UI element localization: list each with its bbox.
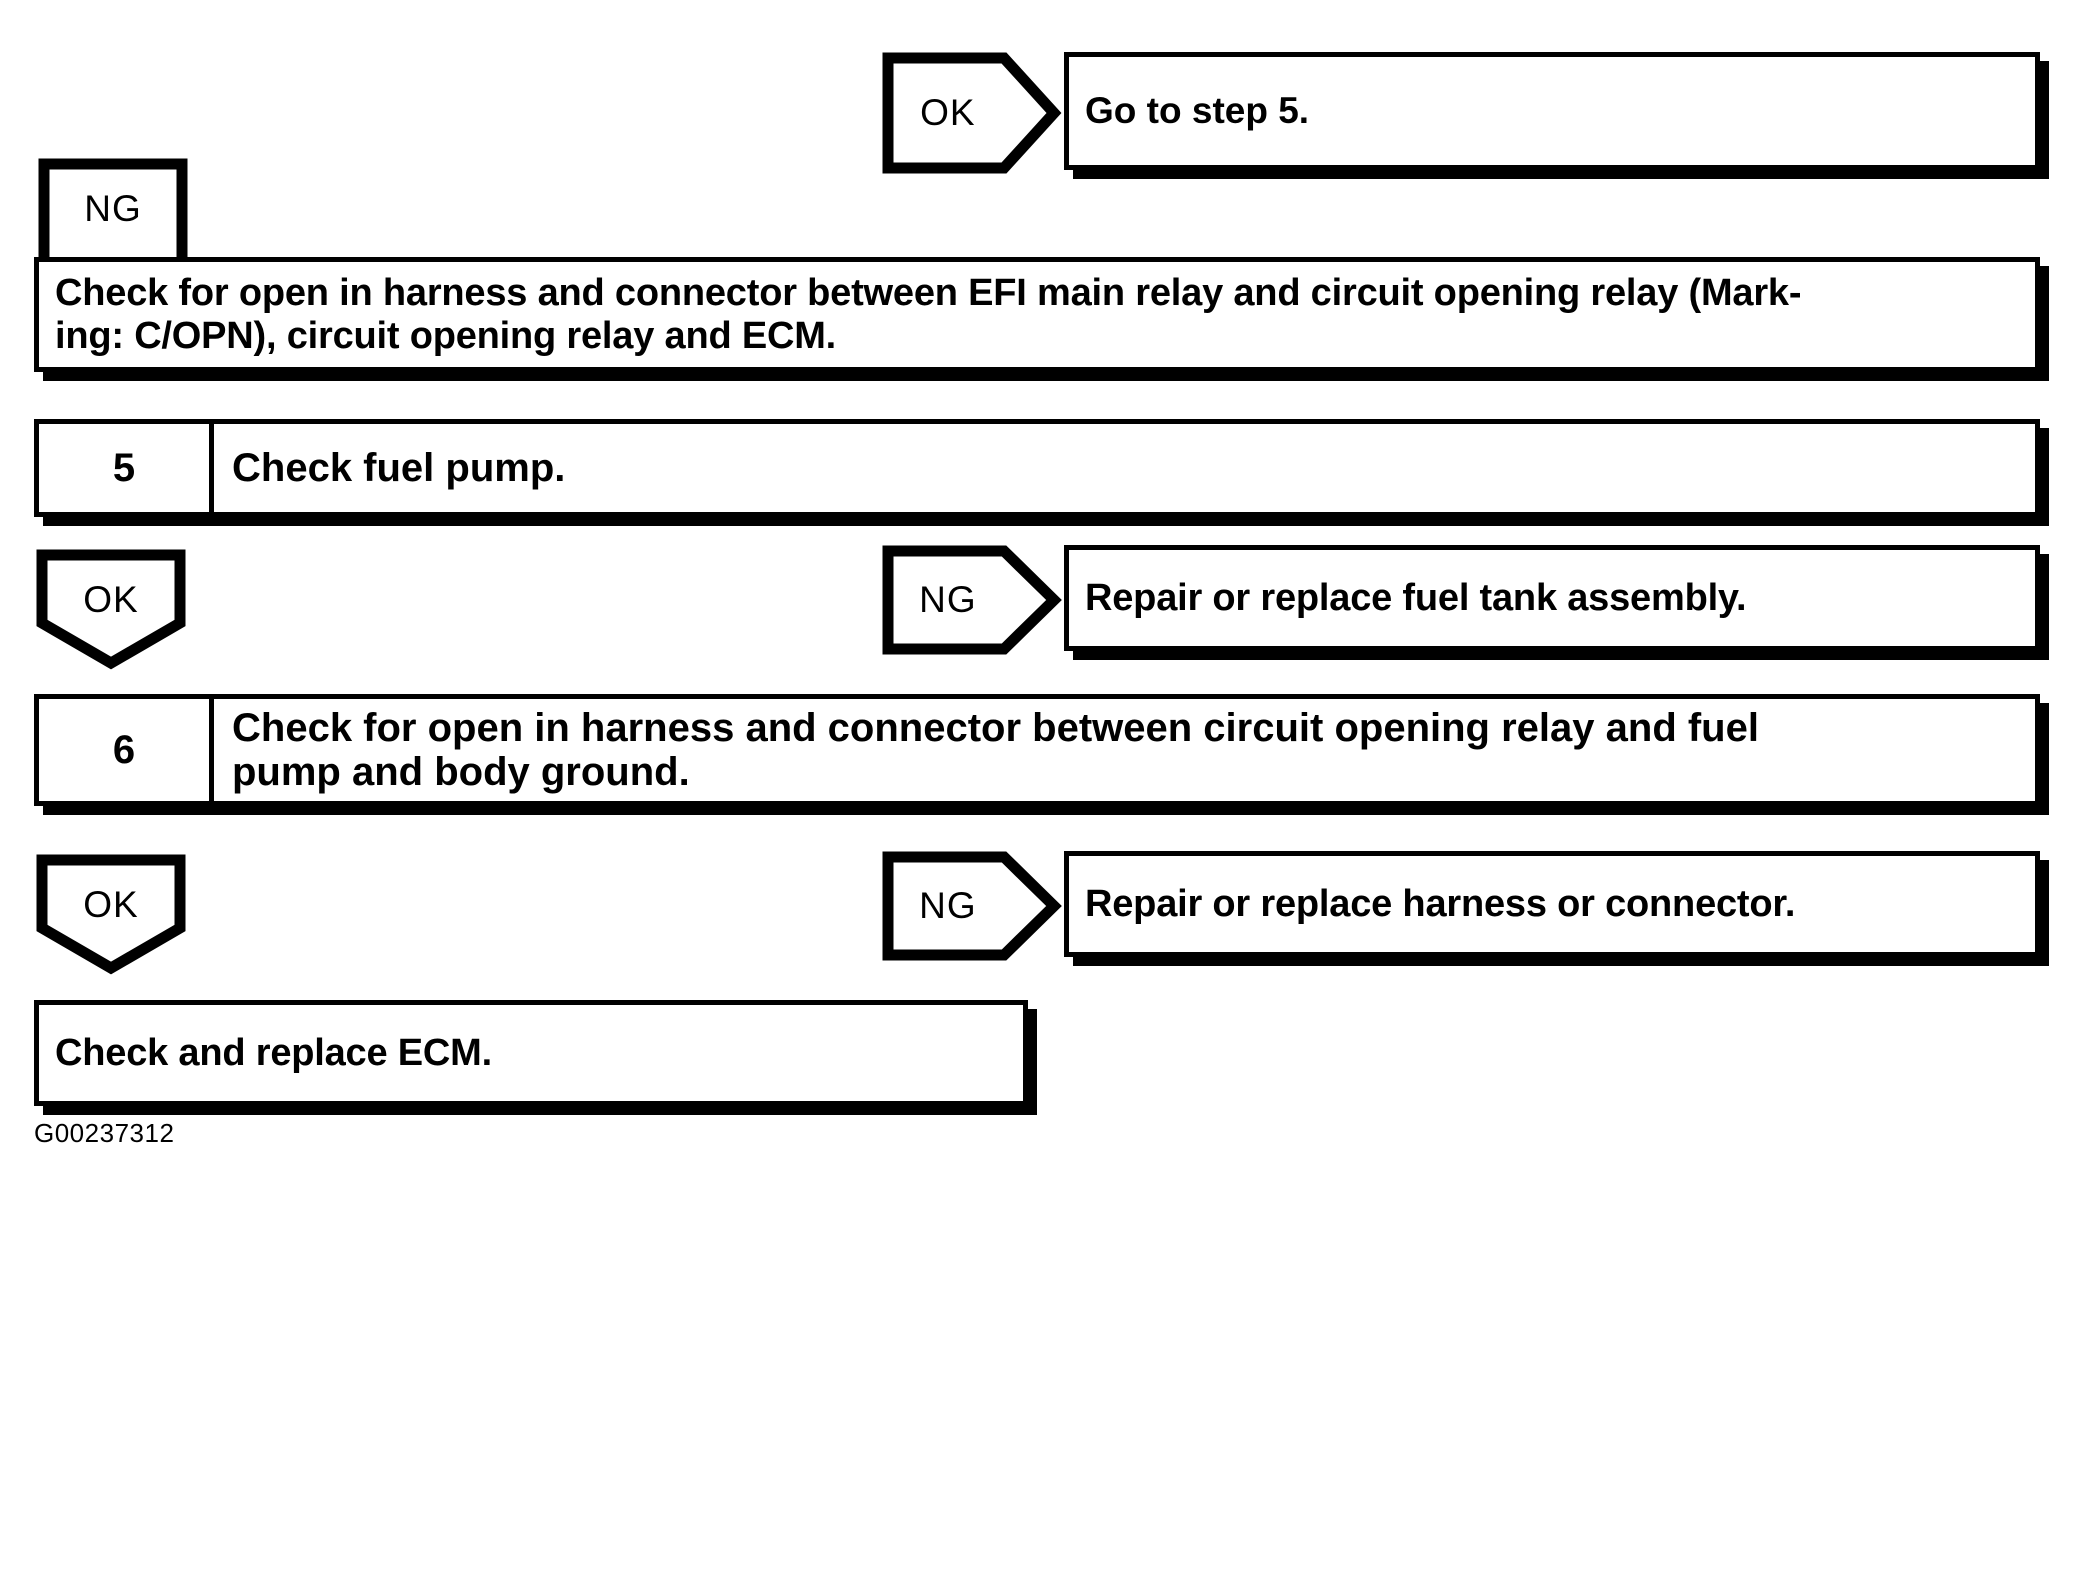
flow-arrow-ng-step6: NG	[882, 851, 1062, 961]
flow-arrow-ok-step5: OK	[36, 549, 186, 670]
flow-arrow-label: NG	[919, 579, 977, 620]
step-number: 5	[39, 424, 214, 512]
flow-arrow-ng-step5: NG	[882, 545, 1062, 655]
flow-arrow-label: OK	[920, 92, 976, 133]
result-box-repair-fuel-tank: Repair or replace fuel tank assembly.	[1064, 545, 2040, 651]
result-text: Repair or replace harness or connector.	[1085, 882, 1796, 925]
step-text: Check for open in harness and connector …	[232, 706, 1759, 794]
flow-arrow-label: NG	[919, 885, 977, 926]
flow-arrow-ok-step6: OK	[36, 854, 186, 975]
action-text: Check and replace ECM.	[55, 1031, 492, 1074]
result-box-go-to-step-5: Go to step 5.	[1064, 52, 2040, 170]
figure-reference-code: G00237312	[34, 1118, 175, 1148]
step-box-6: 6 Check for open in harness and connecto…	[34, 694, 2040, 806]
step-box-5: 5 Check fuel pump.	[34, 419, 2040, 517]
action-box-check-replace-ecm: Check and replace ECM.	[34, 1000, 1028, 1106]
action-text: Check for open in harness and connector …	[55, 271, 1802, 357]
result-text: Repair or replace fuel tank assembly.	[1085, 576, 1747, 619]
step-number: 6	[39, 699, 214, 801]
flow-arrow-ok-step4: OK	[882, 52, 1062, 174]
result-text: Go to step 5.	[1085, 90, 1310, 131]
flow-arrow-label: OK	[83, 884, 139, 925]
flow-arrow-label: NG	[84, 188, 142, 229]
result-box-repair-harness-connector: Repair or replace harness or connector.	[1064, 851, 2040, 957]
flow-arrow-label: OK	[83, 579, 139, 620]
step-text: Check fuel pump.	[232, 446, 566, 490]
action-box-check-open-harness-efi: Check for open in harness and connector …	[34, 257, 2040, 372]
